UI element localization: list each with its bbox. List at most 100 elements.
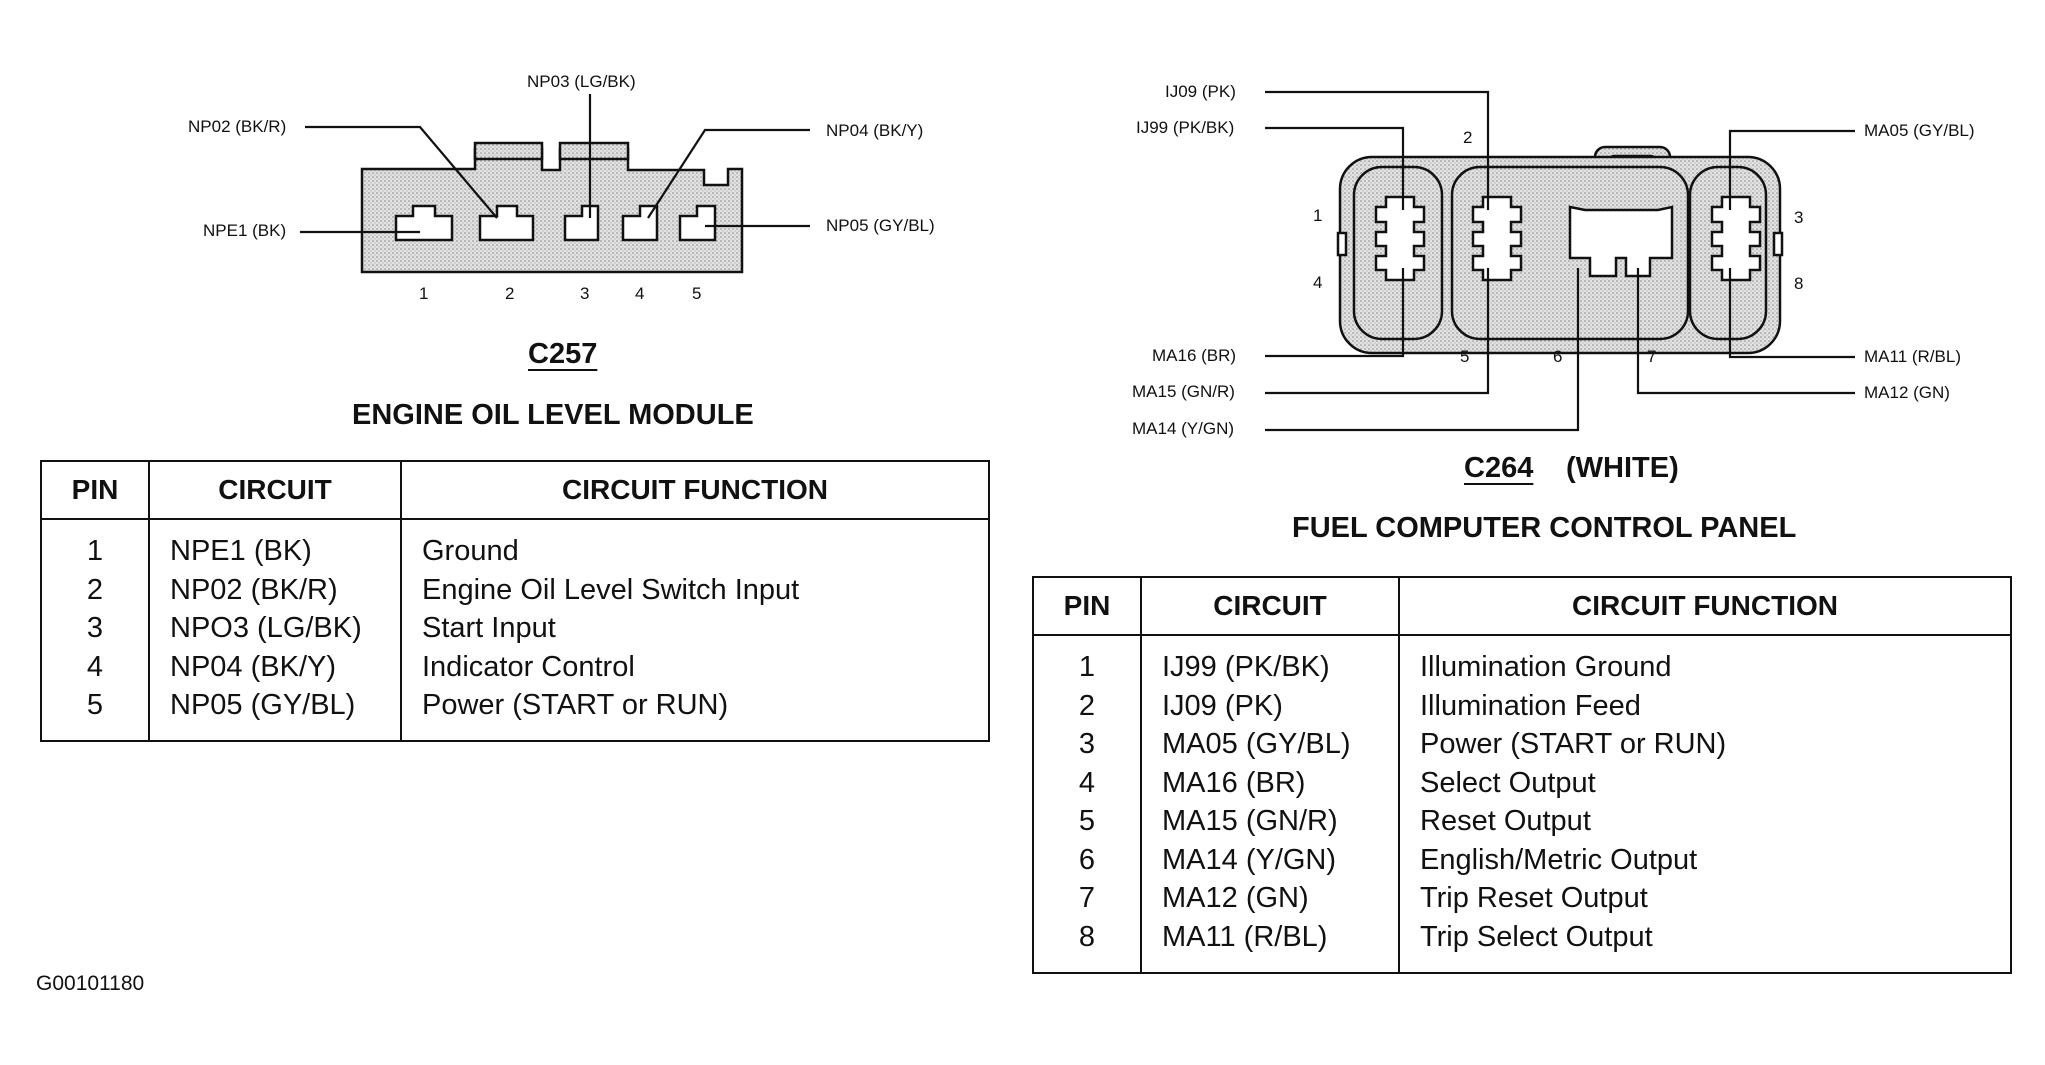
table-cell-function: Illumination Feed <box>1420 689 1641 722</box>
table-cell-circuit: MA14 (Y/GN) <box>1162 843 1337 876</box>
table-cell-pin: 7 <box>1078 882 1096 914</box>
c264-wire-ij09 <box>1265 90 1490 210</box>
c264-label-ma14: MA14 (Y/GN) <box>1132 419 1235 438</box>
c264-pin-number-2: 2 <box>1463 128 1473 147</box>
c264-label-ma16: MA16 (BR) <box>1152 346 1237 365</box>
c257-label-np04: NP04 (BK/Y) <box>826 121 924 140</box>
c257-pin-number-1: 1 <box>419 284 429 303</box>
c257-header-circuit: CIRCUIT <box>148 460 402 520</box>
c257-table-header-row: PIN CIRCUIT CIRCUIT FUNCTION <box>40 460 990 520</box>
c264-wire-ma16 <box>1265 268 1405 358</box>
table-cell-function: Trip Reset Output <box>1420 882 1648 914</box>
c257-connector-id: C257 <box>528 338 598 370</box>
c264-terminal-3-8 <box>1710 195 1762 282</box>
table-cell-function: Indicator Control <box>422 650 635 683</box>
table-cell-function: Power (START or RUN) <box>422 689 729 721</box>
c257-label-np03: NP03 (LG/BK) <box>527 72 636 91</box>
c257-connector-title: ENGINE OIL LEVEL MODULE <box>352 399 754 431</box>
c257-function-column: Ground Engine Oil Level Switch Input Sta… <box>400 519 990 741</box>
c264-label-ma15: MA15 (GN/R) <box>1132 382 1235 401</box>
c257-pin-number-3: 3 <box>580 284 590 303</box>
table-cell-circuit: MA12 (GN) <box>1162 882 1309 914</box>
c264-label-ij09: IJ09 (PK) <box>1165 82 1236 101</box>
c264-terminal-2-5 <box>1471 195 1523 282</box>
c264-terminals <box>1374 195 1762 282</box>
table-cell-pin: 1 <box>86 535 104 567</box>
table-cell-circuit: MA15 (GN/R) <box>1162 805 1338 837</box>
c257-wires <box>300 94 810 234</box>
table-cell-pin: 1 <box>1078 651 1096 683</box>
c264-wire-ma11 <box>1728 268 1855 359</box>
c264-pin-number-3: 3 <box>1794 208 1804 227</box>
c257-wire-np04 <box>647 128 810 219</box>
table-cell-circuit: NP04 (BK/Y) <box>170 650 336 683</box>
table-cell-circuit: IJ99 (PK/BK) <box>1162 651 1330 683</box>
c264-pin-column: 1 2 3 4 5 6 7 8 <box>1032 635 1142 973</box>
table-cell-function: Ground <box>422 535 519 567</box>
table-cell-circuit: NP02 (BK/R) <box>170 573 338 606</box>
c264-wire-ij99 <box>1265 126 1405 210</box>
c257-pin-column: 1 2 3 4 5 <box>40 519 150 741</box>
table-cell-circuit: NPO3 (LG/BK) <box>170 612 362 644</box>
c264-terminal-1-4 <box>1374 195 1426 282</box>
c264-terminal-6-7 <box>1568 205 1674 278</box>
table-cell-circuit: MA16 (BR) <box>1162 766 1306 799</box>
c257-header-pin: PIN <box>40 460 150 520</box>
table-cell-circuit: MA05 (GY/BL) <box>1162 728 1351 760</box>
c264-label-ij99: IJ99 (PK/BK) <box>1136 118 1235 137</box>
c264-table-body: 1 2 3 4 5 6 7 8 IJ99 (PK/BK) IJ09 (PK) M… <box>1032 635 2012 973</box>
c257-table-body: 1 2 3 4 5 NPE1 (BK) NP02 (BK/R) NPO3 (LG… <box>40 519 990 741</box>
table-cell-pin: 4 <box>86 650 104 683</box>
table-cell-pin: 3 <box>86 612 104 644</box>
table-cell-circuit: NPE1 (BK) <box>170 535 312 567</box>
c257-label-np02: NP02 (BK/R) <box>188 117 287 136</box>
table-cell-pin: 5 <box>1078 805 1096 837</box>
c264-pin-number-6: 6 <box>1553 347 1563 366</box>
c264-function-column: Illumination Ground Illumination Feed Po… <box>1398 635 2012 973</box>
c264-pin-number-4: 4 <box>1313 273 1323 292</box>
c257-label-npe1: NPE1 (BK) <box>203 221 287 240</box>
table-cell-pin: 2 <box>86 573 104 606</box>
table-cell-function: Trip Select Output <box>1420 920 1653 953</box>
table-cell-circuit: MA11 (R/BL) <box>1162 920 1328 953</box>
c264-header-circuit: CIRCUIT <box>1140 576 1400 636</box>
table-cell-function: Select Output <box>1420 766 1596 799</box>
c264-pin-number-7: 7 <box>1647 347 1657 366</box>
c264-table-header-row: PIN CIRCUIT CIRCUIT FUNCTION <box>1032 576 2012 636</box>
c264-pin-number-1: 1 <box>1313 206 1323 225</box>
c264-circuit-column: IJ99 (PK/BK) IJ09 (PK) MA05 (GY/BL) MA16… <box>1140 635 1400 973</box>
c257-circuit-column: NPE1 (BK) NP02 (BK/R) NPO3 (LG/BK) NP04 … <box>148 519 402 741</box>
c257-terminal-5 <box>678 204 717 242</box>
c264-connector-title: FUEL COMPUTER CONTROL PANEL <box>1292 512 1797 544</box>
table-cell-function: Power (START or RUN) <box>1420 728 1727 760</box>
figure-code: G00101180 <box>36 972 145 995</box>
c264-pin-table: PIN CIRCUIT CIRCUIT FUNCTION 1 2 3 4 5 6… <box>1032 576 2012 974</box>
c257-wire-np02 <box>305 125 498 219</box>
c264-wires <box>1265 90 1855 432</box>
c264-wire-ma12 <box>1636 268 1855 395</box>
table-cell-pin: 5 <box>86 689 104 721</box>
c264-wire-ma14 <box>1265 268 1580 432</box>
table-cell-pin: 2 <box>1078 689 1096 722</box>
table-cell-circuit: IJ09 (PK) <box>1162 689 1283 722</box>
c264-label-ma12: MA12 (GN) <box>1864 383 1950 402</box>
table-cell-pin: 3 <box>1078 728 1096 760</box>
table-cell-function: Reset Output <box>1420 805 1591 837</box>
c257-label-np05: NP05 (GY/BL) <box>826 216 935 235</box>
table-cell-pin: 8 <box>1078 920 1096 953</box>
c264-wire-ma15 <box>1265 268 1490 395</box>
c264-pin-number-8: 8 <box>1794 274 1804 293</box>
c264-connector-id: C264 <box>1464 452 1534 484</box>
table-cell-function: Illumination Ground <box>1420 651 1672 683</box>
c264-connector-color: (WHITE) <box>1566 452 1679 484</box>
c257-pin-number-4: 4 <box>635 284 645 303</box>
c264-header-function: CIRCUIT FUNCTION <box>1398 576 2012 636</box>
c257-terminals <box>394 204 717 242</box>
c257-pin-number-5: 5 <box>692 284 702 303</box>
c264-pin-number-5: 5 <box>1460 347 1470 366</box>
table-cell-function: Engine Oil Level Switch Input <box>422 573 800 606</box>
c264-wire-ma05 <box>1728 129 1855 210</box>
c257-pin-number-2: 2 <box>505 284 515 303</box>
c264-label-ma05: MA05 (GY/BL) <box>1864 121 1975 140</box>
